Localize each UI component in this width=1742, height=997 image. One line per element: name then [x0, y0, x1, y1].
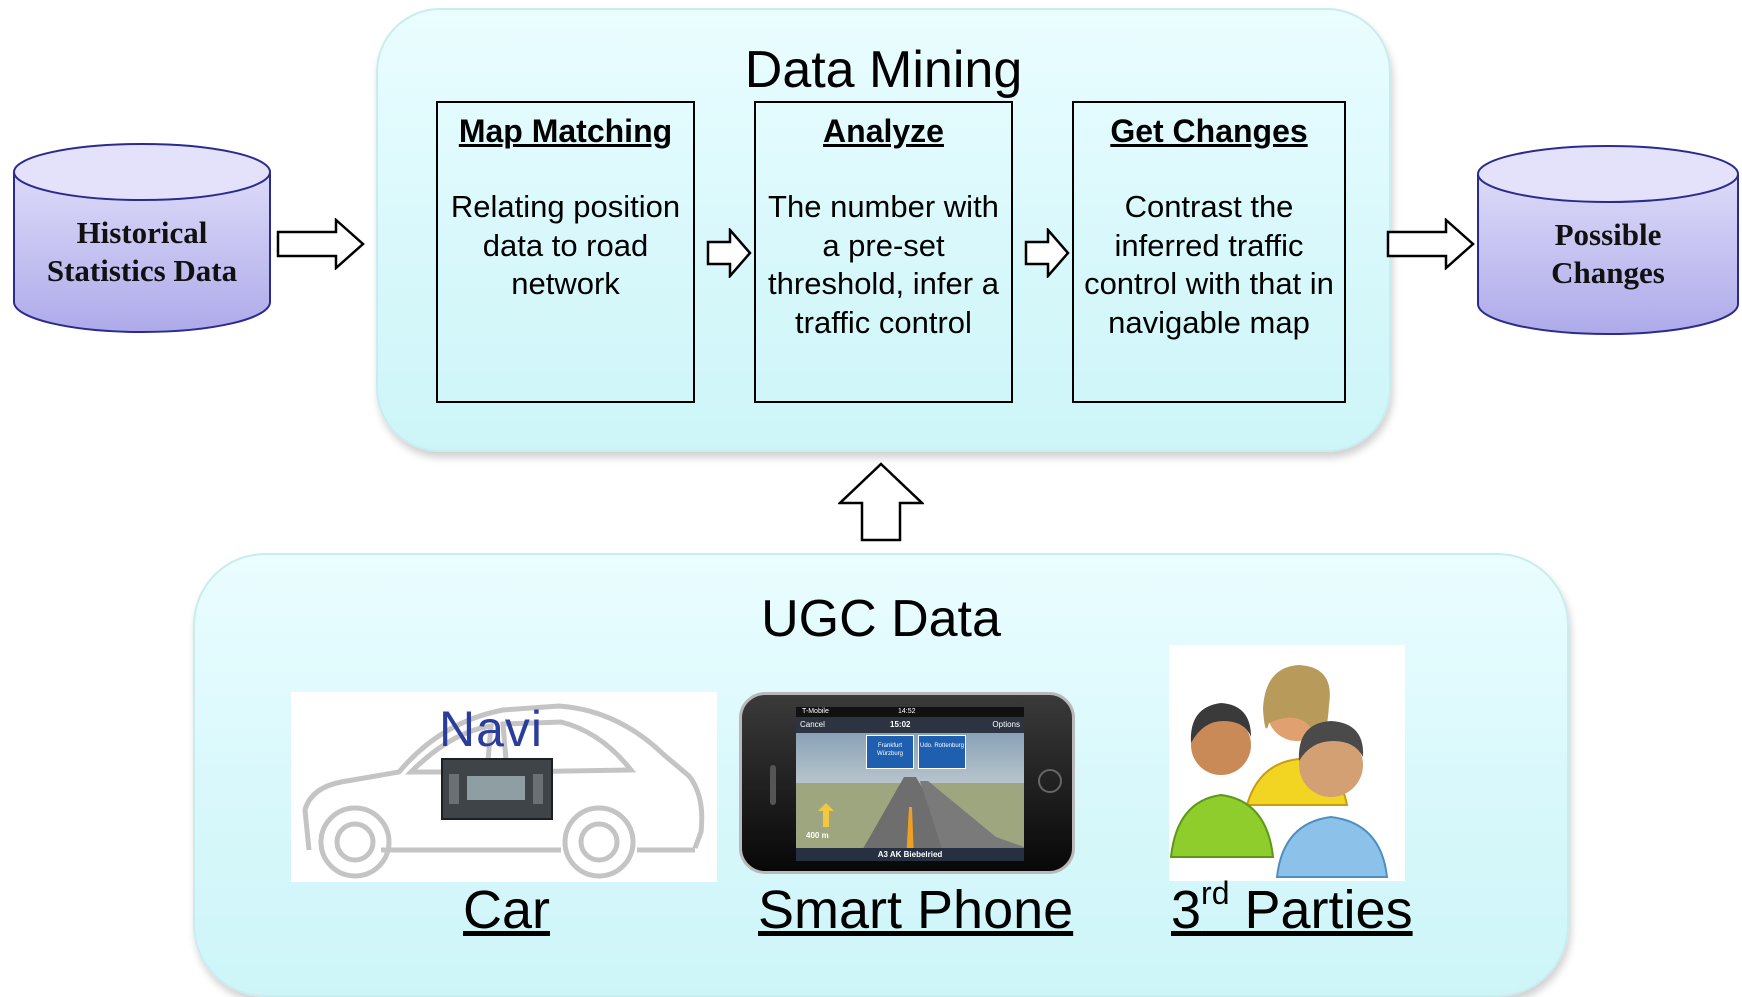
navi-label: Navi	[439, 701, 544, 757]
arrow-right-icon	[706, 228, 752, 278]
map-matching-title: Map Matching	[458, 113, 673, 149]
get-changes-step: Get Changes Contrast the inferred traffi…	[1072, 101, 1346, 403]
third-parties-label-sup: rd	[1201, 875, 1230, 911]
phone-side-button-icon	[770, 765, 776, 805]
arrow-right-icon	[1386, 218, 1475, 270]
third-parties-label: 3rd Parties	[1171, 875, 1413, 941]
third-parties-image	[1169, 645, 1405, 881]
phone-clock: 14:52	[898, 708, 916, 715]
phone-time: 15:02	[890, 720, 911, 729]
possible-label-line1: Possible	[1554, 217, 1662, 252]
phone-carrier: T-Mobile	[802, 708, 829, 715]
historical-label-line2: Statistics Data	[46, 253, 238, 288]
ugc-data-title: UGC Data	[761, 590, 1001, 648]
possible-label-line2: Changes	[1551, 255, 1665, 290]
third-parties-label-base: 3	[1171, 880, 1202, 940]
phone-body: T-Mobile 14:52 Cancel 15:02 Options Fran…	[739, 692, 1075, 874]
phone-options-button: Options	[992, 720, 1020, 729]
smart-phone-label: Smart Phone	[758, 880, 1074, 940]
phone-cancel-button: Cancel	[800, 720, 825, 729]
phone-home-button-icon	[1038, 769, 1062, 793]
data-mining-panel: Data Mining Map Matching Relating positi…	[376, 8, 1391, 452]
analyze-step: Analyze The number with a pre-set thresh…	[754, 101, 1013, 403]
arrow-right-icon	[276, 218, 365, 270]
map-matching-text: Relating position data to road network	[450, 189, 681, 301]
car-icon	[302, 703, 705, 879]
phone-street: A3 AK Biebelried	[796, 848, 1024, 861]
map-matching-step: Map Matching Relating position data to r…	[436, 101, 695, 403]
phone-distance: 400 m	[806, 831, 829, 840]
historical-label-line1: Historical	[76, 215, 208, 250]
arrow-right-icon	[1024, 228, 1070, 278]
third-parties-label-rest: Parties	[1229, 880, 1413, 940]
get-changes-title: Get Changes	[1110, 113, 1308, 149]
smart-phone-image: T-Mobile 14:52 Cancel 15:02 Options Fran…	[739, 692, 1079, 882]
data-mining-title: Data Mining	[744, 41, 1023, 99]
possible-changes-store: Possible Changes	[1476, 144, 1740, 336]
analyze-text: The number with a pre-set threshold, inf…	[768, 189, 999, 340]
car-image: Navi	[291, 692, 717, 882]
phone-screen: T-Mobile 14:52 Cancel 15:02 Options Fran…	[796, 707, 1024, 861]
navi-device-icon	[441, 758, 553, 820]
car-label: Car	[463, 880, 551, 940]
analyze-title: Analyze	[823, 113, 944, 149]
ugc-data-panel: UGC Data Navi T-	[193, 553, 1569, 997]
phone-sign-left: Frankfurt Würzburg	[866, 735, 914, 769]
phone-sign-right: Udo. Rottenburg	[918, 735, 966, 769]
historical-statistics-data-store: Historical Statistics Data	[12, 142, 272, 334]
people-group-icon	[1169, 665, 1389, 878]
get-changes-text: Contrast the inferred traffic control wi…	[1084, 189, 1334, 340]
arrow-up-icon	[838, 462, 924, 542]
